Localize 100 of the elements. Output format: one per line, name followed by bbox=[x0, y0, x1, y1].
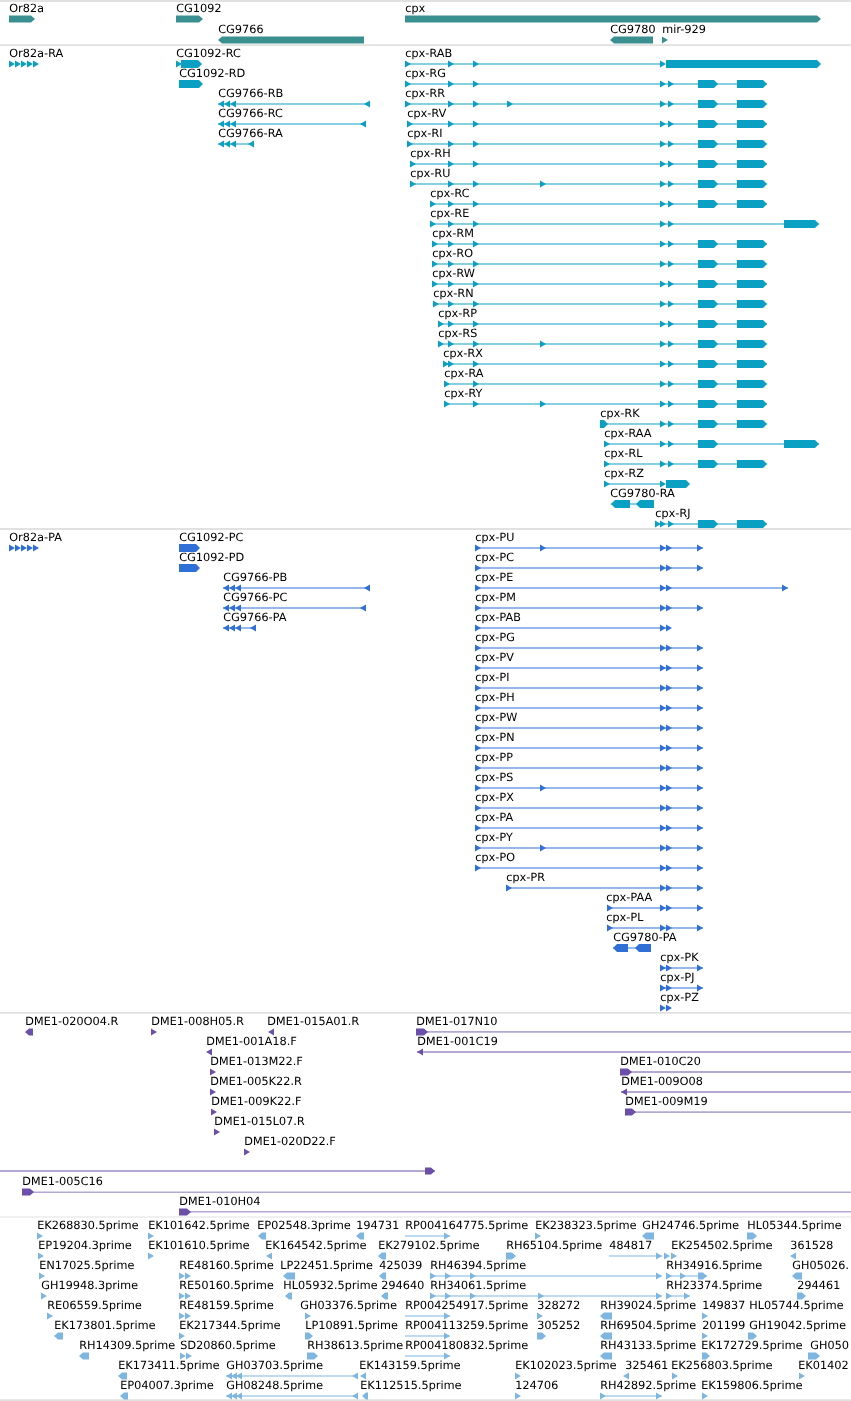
feature-label: 201199 bbox=[703, 1320, 745, 1330]
feature-label: GH03703.5prime bbox=[226, 1360, 323, 1372]
feature-label: LP22451.5prime bbox=[281, 1260, 373, 1272]
feature-label: cpx-RX bbox=[443, 348, 483, 360]
feature-label: RH34916.5prime bbox=[667, 1260, 762, 1272]
feature-label: RE50160.5prime bbox=[180, 1280, 274, 1292]
feature-label: EK159806.5prime bbox=[702, 1380, 802, 1392]
feature-label: HL05932.5prime bbox=[284, 1280, 377, 1292]
feature-label: CG9780 bbox=[610, 24, 655, 34]
feature-label: cpx-RY bbox=[444, 388, 483, 400]
feature-label: EK164542.5prime bbox=[266, 1240, 366, 1252]
feature-label: DME1-015A01.R bbox=[268, 1016, 359, 1026]
feature-label: cpx-RM bbox=[432, 228, 473, 240]
feature-label: cpx-PV bbox=[475, 652, 514, 664]
feature-label: cpx-RA bbox=[444, 368, 484, 380]
feature-label: RP004113259.5prime bbox=[406, 1320, 528, 1332]
feature-label: 149837 bbox=[703, 1300, 745, 1310]
feature-label: RH43133.5prime bbox=[601, 1340, 696, 1352]
feature-label: GH050 bbox=[810, 1340, 849, 1350]
feature-label: cpx-RC bbox=[430, 188, 469, 200]
feature-label: DME1-001A18.F bbox=[207, 1036, 297, 1046]
feature-label: EP04007.3prime bbox=[121, 1380, 214, 1392]
feature-label: cpx bbox=[405, 5, 425, 15]
feature-label: DME1-005C16 bbox=[23, 1176, 103, 1186]
feature-label: cpx-PAB bbox=[475, 612, 521, 624]
feature-label: cpx-RS bbox=[438, 328, 477, 340]
feature-label: 294640 bbox=[382, 1280, 424, 1290]
feature-label: cpx-RJ bbox=[655, 508, 690, 520]
feature-label: GH03376.5prime bbox=[300, 1300, 397, 1312]
feature-label: cpx-RG bbox=[405, 68, 446, 80]
feature-label: cpx-RO bbox=[432, 248, 473, 260]
feature-label: EK173801.5prime bbox=[55, 1320, 155, 1332]
feature-label: GH19948.3prime bbox=[41, 1280, 138, 1292]
feature-label: CG1092-PD bbox=[179, 552, 244, 562]
feature-label: DME1-010C20 bbox=[621, 1056, 701, 1066]
feature-label: cpx-RAA bbox=[604, 428, 652, 440]
feature-label: cpx-PI bbox=[475, 672, 509, 684]
feature-label: EK172729.5prime bbox=[702, 1340, 802, 1352]
feature-label: mir-929 bbox=[663, 24, 706, 34]
feature-label: cpx-RK bbox=[600, 408, 640, 420]
feature-label: cpx-PU bbox=[475, 532, 514, 544]
feature-label: GH05026. bbox=[792, 1260, 848, 1270]
feature-label: 328272 bbox=[538, 1300, 580, 1310]
feature-label: RE48159.5prime bbox=[180, 1300, 274, 1312]
feature-label: cpx-PA bbox=[475, 812, 514, 824]
feature-label: RH42892.5prime bbox=[601, 1380, 696, 1392]
feature-label: DME1-020D22.F bbox=[245, 1136, 336, 1146]
feature-label: Or82a-PA bbox=[9, 532, 62, 542]
feature-label: cpx-RV bbox=[407, 108, 447, 120]
feature-label: RH34061.5prime bbox=[431, 1280, 526, 1292]
feature-label: EK101642.5prime bbox=[149, 1220, 249, 1232]
feature-label: cpx-PR bbox=[506, 872, 545, 884]
feature-label: EP02548.3prime bbox=[258, 1220, 351, 1232]
feature-label: DME1-015L07.R bbox=[215, 1116, 305, 1126]
feature-label: SD20860.5prime bbox=[180, 1340, 276, 1352]
feature-label: 425039 bbox=[379, 1260, 422, 1270]
feature-label: cpx-PE bbox=[475, 572, 513, 584]
feature-label: GH19042.5prime bbox=[749, 1320, 846, 1332]
feature-label: CG9766-RB bbox=[218, 88, 283, 98]
feature-label: DME1-013M22.F bbox=[211, 1056, 303, 1066]
feature-label: RE06559.5prime bbox=[48, 1300, 142, 1312]
feature-label: cpx-RW bbox=[432, 268, 475, 280]
feature-label: EK254502.5prime bbox=[672, 1240, 772, 1252]
feature-label: cpx-RU bbox=[410, 168, 450, 180]
feature-label: cpx-PG bbox=[475, 632, 514, 644]
feature-label: cpx-PAA bbox=[606, 892, 653, 904]
feature-label: Or82a bbox=[9, 3, 43, 13]
feature-label: CG1092-RD bbox=[179, 68, 245, 78]
feature-label: cpx-RN bbox=[433, 288, 473, 300]
feature-label: DME1-005K22.R bbox=[211, 1076, 302, 1086]
feature-label: cpx-PW bbox=[475, 712, 517, 724]
feature-label: LP10891.5prime bbox=[306, 1320, 398, 1332]
feature-label: CG9766-RA bbox=[218, 128, 283, 138]
feature-label: CG1092-RC bbox=[176, 48, 241, 58]
feature-label: CG1092 bbox=[176, 3, 221, 13]
feature-label: cpx-PH bbox=[475, 692, 514, 704]
feature-label: EK101610.5prime bbox=[149, 1240, 249, 1252]
feature-label: cpx-PK bbox=[660, 952, 699, 964]
feature-label: 124706 bbox=[516, 1380, 558, 1390]
feature-label: DME1-008H05.R bbox=[152, 1016, 244, 1026]
feature-label: 294461 bbox=[798, 1280, 840, 1290]
feature-label: EK238323.5prime bbox=[536, 1220, 636, 1232]
feature-label: 484817 bbox=[609, 1240, 652, 1250]
feature-label: EK256803.5prime bbox=[672, 1360, 772, 1372]
feature-label: cpx-PC bbox=[475, 552, 514, 564]
feature-label: GH08248.5prime bbox=[226, 1380, 323, 1392]
feature-label: DME1-009K22.F bbox=[212, 1096, 301, 1106]
feature-label: cpx-RL bbox=[604, 448, 643, 460]
feature-label: CG9780-RA bbox=[610, 488, 675, 498]
feature-label: RH23374.5prime bbox=[667, 1280, 762, 1292]
feature-label: cpx-PZ bbox=[660, 992, 699, 1004]
feature-label: cpx-PM bbox=[475, 592, 515, 604]
feature-label: CG9766-RC bbox=[218, 108, 283, 118]
feature-label: cpx-PP bbox=[475, 752, 513, 764]
feature-label: CG9766-PC bbox=[223, 592, 287, 602]
feature-label: cpx-RE bbox=[430, 208, 469, 220]
feature-label: EK112515.5prime bbox=[361, 1380, 461, 1392]
feature-label: RH14309.5prime bbox=[80, 1340, 175, 1352]
feature-label: CG9766-PB bbox=[223, 572, 287, 582]
feature-label: EN17025.5prime bbox=[40, 1260, 134, 1272]
